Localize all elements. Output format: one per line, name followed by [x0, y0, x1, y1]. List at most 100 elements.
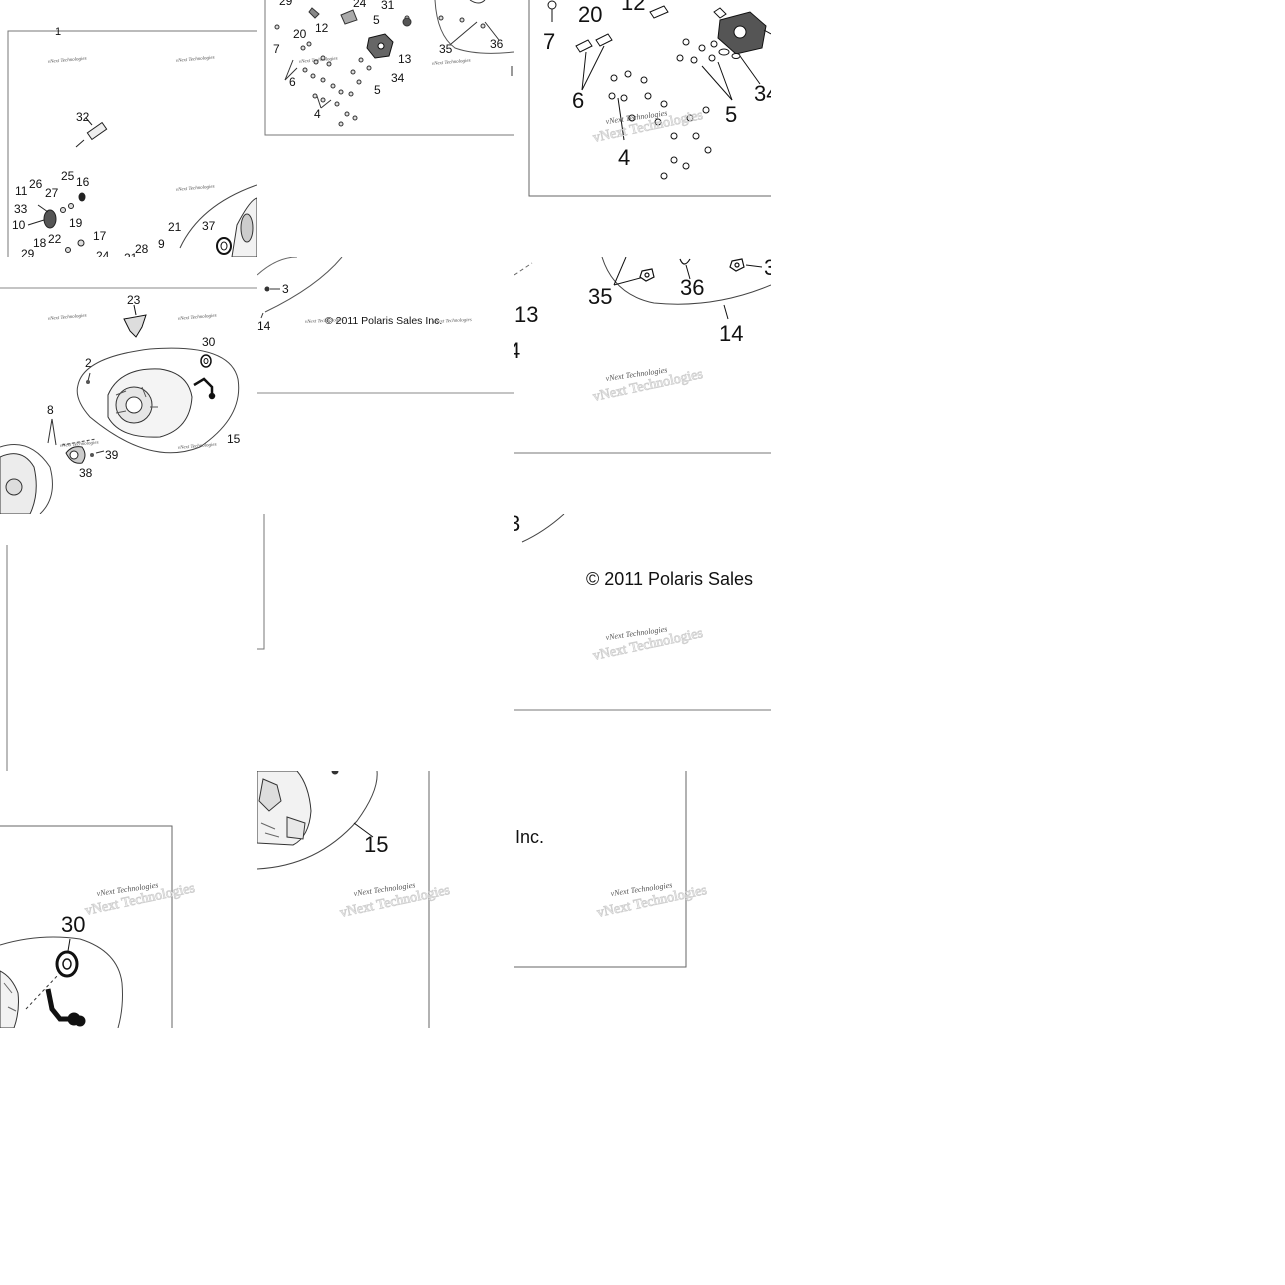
callout-label: 5	[373, 13, 380, 27]
callout-label: 13	[398, 52, 412, 66]
watermark-text: vNext Technologies	[433, 318, 472, 325]
callout-label: 7	[543, 29, 555, 54]
callout-label: 35	[439, 42, 453, 56]
housing-part	[231, 197, 257, 257]
callout-label: 20	[578, 2, 602, 27]
callout-label: 3	[514, 514, 520, 536]
nut-part	[639, 258, 745, 282]
exploded-view-drawing: Inc. vNext Technologies vNext Technologi…	[514, 771, 709, 968]
diagram-tile-4: vNext Technologies vNext Technologies vN…	[0, 257, 257, 514]
exploded-view-drawing: vNext Technologies vNext Technologies vN…	[0, 287, 257, 514]
callout-label: 29	[279, 0, 293, 8]
hardware-parts	[27, 192, 86, 253]
bearing-part	[216, 237, 232, 255]
diagram-tile-3: 7 20 12 6 4 5 34	[514, 0, 771, 257]
copyright-text: Inc.	[515, 827, 544, 847]
callout-label: 23	[127, 293, 141, 307]
callout-label: 5	[374, 83, 381, 97]
callout-label: 29	[21, 247, 35, 257]
copyright-text: © 2011 Polaris Sales	[586, 569, 753, 589]
transmission-case-part	[257, 771, 339, 846]
callout-label: 34	[391, 71, 405, 85]
callout-label: 3	[764, 257, 771, 280]
callout-label: 21	[168, 220, 182, 234]
transmission-case-part	[107, 368, 193, 438]
frame-lines	[257, 514, 265, 650]
exploded-view-drawing: 3 14 © 2011 Polaris Sales Inc. vNext Tec…	[257, 257, 514, 394]
frame-lines	[6, 545, 8, 771]
housing-part	[0, 453, 37, 514]
callout-label: 15	[227, 432, 241, 446]
watermark-text: vNext Technologies	[48, 57, 87, 65]
callout-label: 31	[381, 0, 395, 12]
exploded-view-drawing: 29 24 31 5 20 12 7 13 34 6 5 4 35 36 vNe…	[264, 0, 514, 136]
callout-label: 18	[33, 236, 47, 250]
callout-label: 11	[15, 184, 28, 198]
callout-label: 17	[93, 229, 107, 243]
callout-label: 34	[754, 81, 771, 106]
callout-label: 36	[680, 275, 704, 300]
callout-label: 24	[353, 0, 367, 10]
callout-label: 35	[588, 284, 612, 309]
exploded-view-drawing: 13 4 35 36 14 3 vNext Technologies vNext…	[514, 257, 771, 454]
callout-label: 9	[158, 237, 165, 251]
pump-part	[366, 33, 394, 59]
callout-label: 12	[315, 21, 329, 35]
callout-label: 5	[725, 102, 737, 127]
callout-label: 4	[314, 107, 321, 121]
diagram-tile-1: 1 vNext Technologies vNext Technologies …	[0, 0, 257, 257]
sensor-part	[193, 377, 216, 400]
callout-label: 22	[48, 232, 62, 246]
callout-label: 36	[490, 37, 504, 51]
housing-part	[0, 970, 19, 1028]
exploded-view-drawing: vNext Technologies vNext Technologies 30	[0, 825, 197, 1028]
gasket-part	[65, 446, 86, 464]
watermark-text: vNext Technologies	[178, 314, 217, 322]
diagram-tile-8	[257, 514, 514, 771]
watermark-text: vNext Technologies	[60, 441, 99, 449]
callout-label: 30	[202, 335, 216, 349]
watermark-text: vNext Technologies	[48, 314, 87, 322]
hardware-parts	[547, 0, 727, 180]
callout-label: 28	[135, 242, 149, 256]
diagram-tile-10: vNext Technologies vNext Technologies 30	[0, 771, 257, 1028]
exploded-view-drawing: 7 20 12 6 4 5 34	[528, 0, 771, 197]
callout-label: 30	[61, 912, 85, 937]
callout-label: 37	[202, 219, 216, 233]
diagram-tile-2: 29 24 31 5 20 12 7 13 34 6 5 4 35 36 vNe…	[257, 0, 514, 257]
callout-label: 10	[12, 218, 26, 232]
diagram-tile-9: 3 © 2011 Polaris Sales vNext Technologie…	[514, 514, 771, 771]
callout-label: 4	[618, 145, 630, 170]
callout-label: 19	[69, 216, 83, 230]
callout-label: 13	[514, 302, 538, 327]
pump-part	[717, 11, 771, 59]
callout-label: 1	[55, 26, 61, 38]
copyright-text: © 2011 Polaris Sales Inc.	[325, 315, 442, 327]
hardware-parts	[274, 7, 486, 127]
bearing-part	[55, 950, 79, 978]
callout-label: 27	[45, 186, 59, 200]
sensor-part	[45, 988, 86, 1027]
callout-label: 8	[47, 403, 54, 417]
watermark-text: vNext Technologies	[178, 443, 217, 451]
callout-label: 14	[257, 319, 271, 333]
callout-label: 20	[293, 27, 307, 41]
exploded-view-drawing: 15 vNext Technologies vNext Technologies	[257, 771, 452, 1028]
callout-label: 39	[105, 448, 119, 462]
callout-label: 16	[76, 175, 90, 189]
diagram-tile-6: 13 4 35 36 14 3 vNext Technologies vNext…	[514, 257, 771, 514]
bracket-part	[123, 304, 147, 338]
exploded-view-drawing: 3 © 2011 Polaris Sales vNext Technologie…	[514, 514, 771, 711]
watermark-text: vNext Technologies	[176, 185, 215, 193]
callout-label: 26	[29, 177, 43, 191]
diagram-tile-12: Inc. vNext Technologies vNext Technologi…	[514, 771, 771, 1028]
callout-label: 14	[719, 321, 743, 346]
callout-label: 21	[124, 251, 138, 257]
callout-label: 4	[514, 338, 520, 363]
callout-label: 15	[364, 832, 388, 857]
watermark-text: vNext Technologies	[176, 56, 215, 64]
watermark-text: vNext Technologies	[305, 318, 344, 325]
diagram-tile-11: 15 vNext Technologies vNext Technologies	[257, 771, 514, 1028]
diagram-tile-7	[0, 514, 257, 771]
watermark-text: vNext Technologies	[432, 59, 471, 67]
